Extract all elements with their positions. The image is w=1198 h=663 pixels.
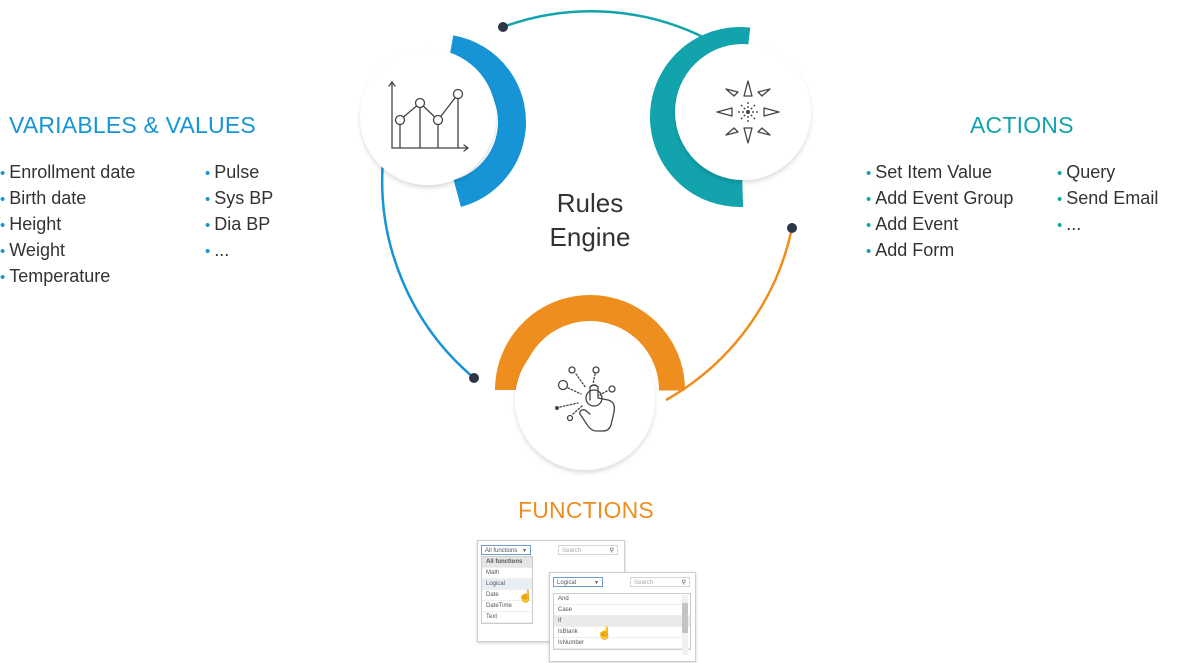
search-placeholder: Search (634, 580, 654, 586)
scrollbar-thumb[interactable] (682, 603, 688, 633)
dropdown-arrow-icon: ▼ (522, 548, 527, 554)
function-option[interactable]: IsBlank (554, 627, 690, 638)
connector-arc-left (380, 159, 475, 379)
function-search-input[interactable]: Search ⚲ (630, 577, 690, 587)
list-item: Query (1057, 160, 1158, 186)
dropdown-arrow-icon: ▼ (594, 580, 599, 586)
connector-arc-right (665, 227, 794, 402)
list-item: Add Form (866, 238, 1013, 264)
category-option[interactable]: Math (482, 568, 532, 579)
search-placeholder: Search (562, 548, 582, 554)
variables-node (360, 49, 496, 185)
list-scrollbar[interactable] (682, 595, 688, 655)
list-item: Set Item Value (866, 160, 1013, 186)
function-list: And Case If IsBlank IsNumber (553, 593, 691, 650)
category-option[interactable]: All functions (482, 557, 532, 568)
list-item: Birth date (0, 186, 135, 212)
list-item: Sys BP (205, 186, 273, 212)
list-item: Enrollment date (0, 160, 135, 186)
list-item: Send Email (1057, 186, 1158, 212)
list-item: Dia BP (205, 212, 273, 238)
center-label-line2: Engine (549, 222, 631, 252)
connector-node (498, 22, 508, 32)
function-option[interactable]: And (554, 594, 690, 605)
search-icon: ⚲ (609, 548, 614, 554)
variables-list-1: Enrollment date Birth date Height Weight… (0, 160, 135, 290)
category-option[interactable]: DateTime (482, 601, 532, 612)
variables-heading: VARIABLES & VALUES (9, 112, 256, 138)
search-icon: ⚲ (681, 580, 686, 586)
center-label: Rules Engine (540, 186, 640, 254)
functions-heading: FUNCTIONS (518, 497, 654, 523)
actions-list-1: Set Item Value Add Event Group Add Event… (866, 160, 1013, 264)
functions-picker-front: Logical ▼ Search ⚲ And Case If IsBlank I… (549, 572, 696, 662)
touch-tap-icon (555, 366, 616, 432)
connector-arc-top (502, 10, 719, 47)
variables-list-2: Pulse Sys BP Dia BP ... (205, 160, 273, 264)
line-chart-icon (388, 80, 470, 152)
category-option[interactable]: Date (482, 590, 532, 601)
category-list: All functions Math Logical Date DateTime… (481, 556, 533, 624)
list-item: Temperature (0, 264, 135, 290)
list-item: Height (0, 212, 135, 238)
function-option[interactable]: Case (554, 605, 690, 616)
list-item: ... (205, 238, 273, 264)
category-option[interactable]: Logical (482, 579, 532, 590)
connector-node (787, 223, 797, 233)
list-item: Weight (0, 238, 135, 264)
arrows-burst-icon (716, 80, 780, 144)
function-category-select[interactable]: Logical ▼ (553, 577, 603, 587)
pointer-hand-icon: ☝ (518, 589, 533, 603)
variables-ring (350, 34, 526, 210)
function-option[interactable]: IsNumber (554, 638, 690, 649)
select-value: All functions (485, 548, 518, 554)
center-label-line1: Rules (556, 188, 624, 218)
function-option[interactable]: If (554, 616, 690, 627)
functions-node (515, 330, 655, 470)
list-item: ... (1057, 212, 1158, 238)
function-search-input[interactable]: Search ⚲ (558, 545, 618, 555)
pointer-hand-icon: ☝ (597, 626, 612, 640)
connector-node (469, 373, 479, 383)
actions-heading: ACTIONS (970, 112, 1074, 138)
actions-list-2: Query Send Email ... (1057, 160, 1158, 238)
list-item: Pulse (205, 160, 273, 186)
list-item: Add Event (866, 212, 1013, 238)
actions-ring (650, 26, 830, 207)
select-value: Logical (557, 580, 577, 586)
category-option[interactable]: Text (482, 612, 532, 623)
functions-ring (495, 295, 685, 485)
list-item: Add Event Group (866, 186, 1013, 212)
function-category-select[interactable]: All functions ▼ (481, 545, 531, 555)
